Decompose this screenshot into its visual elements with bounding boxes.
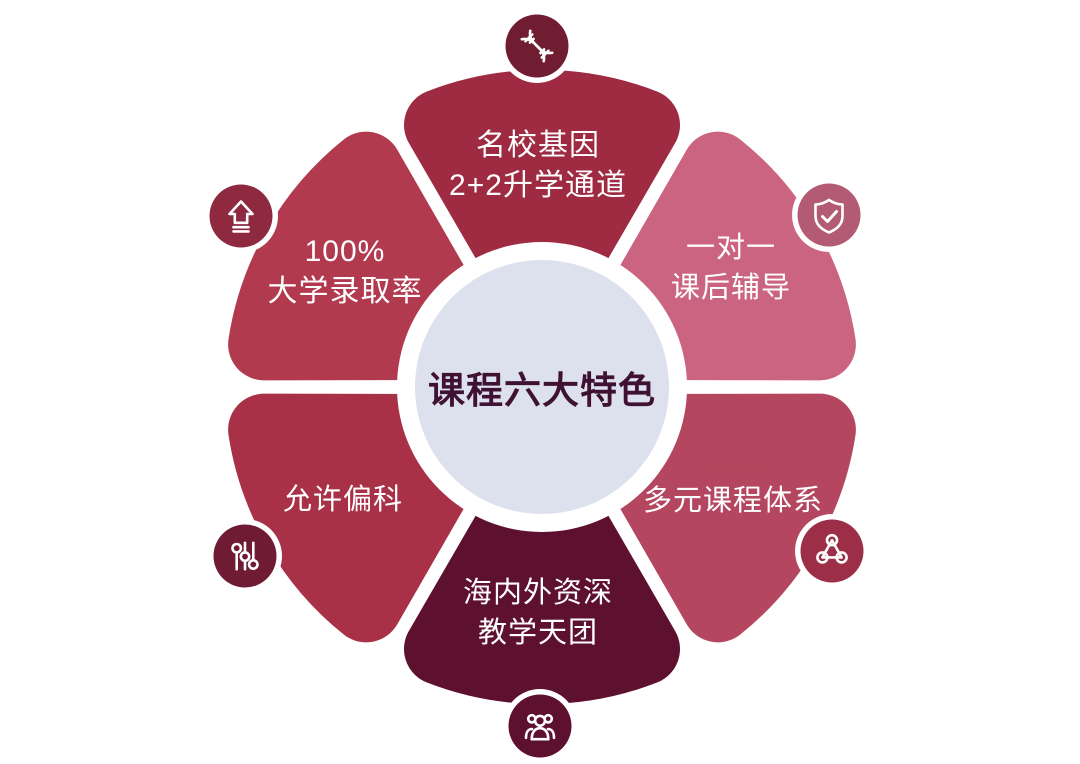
petal-label-top-right: 一对一 课后辅导 xyxy=(671,228,791,308)
petal-label-line: 一对一 xyxy=(685,232,777,264)
petal-label-top-left: 100% 大学录取率 xyxy=(268,232,423,312)
petal-label-line: 大学录取率 xyxy=(267,275,423,308)
petal-bottom-right xyxy=(580,393,856,643)
sliders-icon xyxy=(208,519,282,593)
petal-top xyxy=(404,69,680,337)
petal-label-line: 海内外资深 xyxy=(462,577,614,609)
center-circle xyxy=(415,260,669,514)
diagram-center-title: 课程六大特色 xyxy=(428,370,656,411)
petal-label-line: 多元课程体系 xyxy=(642,485,824,517)
dna-icon xyxy=(500,9,574,83)
petal-label-line: 2+2升学通道 xyxy=(449,169,627,202)
petal-bottom xyxy=(404,437,680,705)
petal-label-line: 100% xyxy=(304,235,386,268)
petal-label-line: 课后辅导 xyxy=(670,272,792,304)
people-group-icon xyxy=(503,689,577,763)
petal-label-bottom: 海内外资深 教学天团 xyxy=(463,573,613,653)
petal-top-right xyxy=(580,131,856,381)
petal-label-bottom-right: 多元课程体系 xyxy=(643,481,823,521)
petal-label-line: 教学天团 xyxy=(477,617,599,649)
petal-label-line: 名校基因 xyxy=(475,129,600,162)
network-nodes-icon xyxy=(795,514,869,588)
petal-bottom-left xyxy=(228,393,504,643)
petal-label-top: 名校基因 2+2升学通道 xyxy=(449,126,627,206)
petal-top-left xyxy=(228,131,504,381)
arrow-up-icon xyxy=(204,179,278,253)
petal-label-bottom-left: 允许偏科 xyxy=(283,480,403,520)
petal-label-line: 允许偏科 xyxy=(282,484,404,516)
shield-check-icon xyxy=(792,178,866,252)
